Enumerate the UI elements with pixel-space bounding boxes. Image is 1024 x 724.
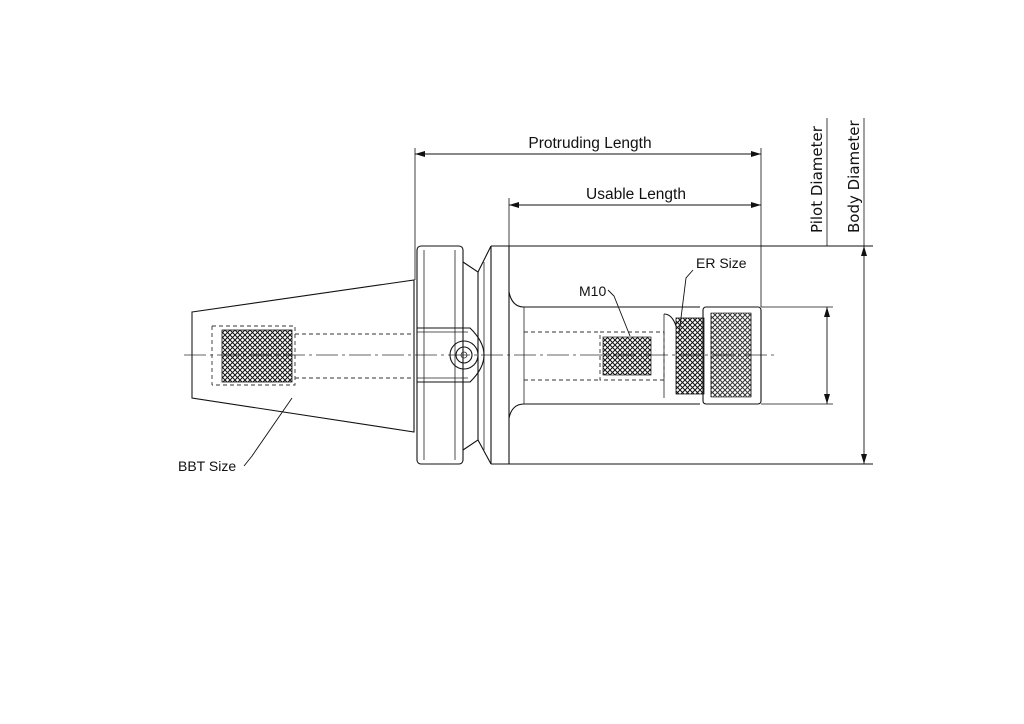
m10-thread — [602, 336, 652, 376]
set-screw-outer — [449, 340, 479, 370]
retention-thread — [221, 329, 293, 383]
set-screw-inner — [455, 346, 473, 364]
m10-label: M10 — [579, 283, 606, 299]
flange — [416, 245, 492, 465]
er-collet-nut — [675, 306, 762, 405]
usable-length-label: Usable Length — [586, 186, 686, 203]
bbt-size-leader — [243, 397, 293, 467]
pilot-diameter-label: Pilot Diameter — [808, 125, 826, 233]
body-diameter-label: Body Diameter — [845, 120, 863, 233]
holder-body — [491, 245, 873, 465]
protruding-length-label: Protruding Length — [528, 135, 651, 152]
er-size-leader — [678, 269, 694, 335]
bbt-taper-shank — [191, 279, 415, 433]
er-size-label: ER Size — [696, 255, 747, 271]
m10-leader — [607, 289, 631, 337]
bbt-size-label: BBT Size — [178, 458, 236, 474]
